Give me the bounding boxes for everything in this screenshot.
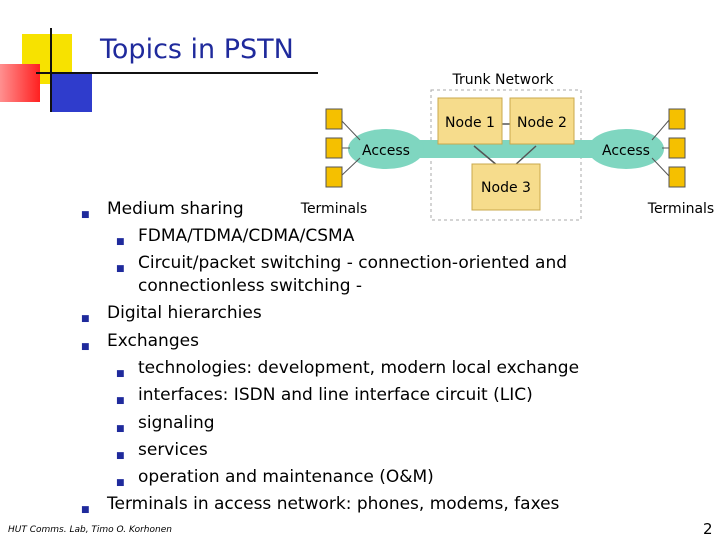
node-1 (437, 97, 503, 145)
bullet-text: services (138, 440, 208, 460)
node-2 (509, 97, 575, 145)
bullet-text: Digital hierarchies (107, 303, 262, 323)
sub-bullet-item: ■ Circuit/packet switching - connection-o… (116, 252, 568, 274)
bullet-marker-icon: ■ (81, 505, 90, 515)
access-left-label: Access (362, 143, 410, 159)
trunk-network-label: Trunk Network (451, 72, 554, 88)
bullet-marker-icon: ■ (81, 342, 90, 352)
terminal-icon (668, 137, 686, 159)
corner-square-red (0, 64, 40, 102)
terminal-icon (325, 166, 343, 188)
bullet-marker-icon: ■ (116, 478, 125, 488)
bullet-text: Circuit/packet switching - connection-or… (138, 253, 568, 273)
terminals-right-label: Terminals (647, 201, 714, 217)
bullet-marker-icon: ■ (116, 424, 125, 434)
sub-bullet-item: ■ services (116, 439, 208, 461)
title-vertical-rule (50, 28, 52, 112)
node-2-label: Node 2 (517, 115, 567, 131)
bullet-text: Terminals in access network: phones, mod… (107, 494, 560, 514)
bullet-text: Medium sharing (107, 199, 244, 219)
bullet-item: ■ Medium sharing (81, 198, 244, 220)
node-3-label: Node 3 (481, 180, 531, 196)
footer-credit: HUT Comms. Lab, Timo O. Korhonen (8, 525, 172, 535)
terminals-right (651, 108, 686, 188)
bullet-item: ■ Exchanges (81, 330, 199, 352)
bullet-item: ■ Terminals in access network: phones, mo… (81, 493, 560, 515)
sub-bullet-item: ■ technologies: development, modern local… (116, 357, 580, 379)
bullet-marker-icon: ■ (116, 396, 125, 406)
bullet-text: Exchanges (107, 331, 199, 351)
node-1-label: Node 1 (445, 115, 495, 131)
access-left (348, 129, 424, 169)
bullet-text: technologies: development, modern local … (138, 358, 580, 378)
bullet-text: connectionless switching - (138, 276, 363, 296)
sub-bullet-item: ■ interfaces: ISDN and line interface cir… (116, 384, 533, 406)
access-right-label: Access (602, 143, 650, 159)
access-right (588, 129, 664, 169)
bullet-text: signaling (138, 413, 215, 433)
bullet-marker-icon: ■ (81, 210, 90, 220)
bullet-text: operation and maintenance (O&M) (138, 467, 434, 487)
network-diagram: Trunk Network Node 1 Node 2 Node 3 Acces… (300, 72, 714, 221)
bullet-marker-icon: ■ (116, 237, 125, 247)
sub-bullet-continuation: connectionless switching - (138, 275, 362, 297)
sub-bullet-item: ■ FDMA/TDMA/CDMA/CSMA (116, 225, 355, 247)
bullet-marker-icon: ■ (116, 369, 125, 379)
slide-title: Topics in PSTN (100, 34, 294, 65)
node-3 (471, 163, 541, 211)
terminals-left-label: Terminals (300, 201, 367, 217)
corner-square-blue (52, 74, 92, 112)
sub-bullet-item: ■ operation and maintenance (O&M) (116, 466, 434, 488)
terminal-icon (668, 166, 686, 188)
bullet-marker-icon: ■ (116, 451, 125, 461)
page-number: 2 (703, 520, 713, 538)
terminal-icon (325, 108, 343, 130)
bullet-marker-icon: ■ (116, 264, 125, 274)
bullet-item: ■ Digital hierarchies (81, 302, 262, 324)
terminal-icon (668, 108, 686, 130)
sub-bullet-item: ■ signaling (116, 412, 215, 434)
trunk-link (513, 145, 537, 167)
bullet-text: interfaces: ISDN and line interface circ… (138, 385, 533, 405)
trunk-link (473, 145, 499, 167)
bullet-text: FDMA/TDMA/CDMA/CSMA (138, 226, 355, 246)
terminal-icon (325, 137, 343, 159)
title-rule (36, 72, 318, 74)
terminals-left (325, 108, 361, 188)
bullet-marker-icon: ■ (81, 314, 90, 324)
